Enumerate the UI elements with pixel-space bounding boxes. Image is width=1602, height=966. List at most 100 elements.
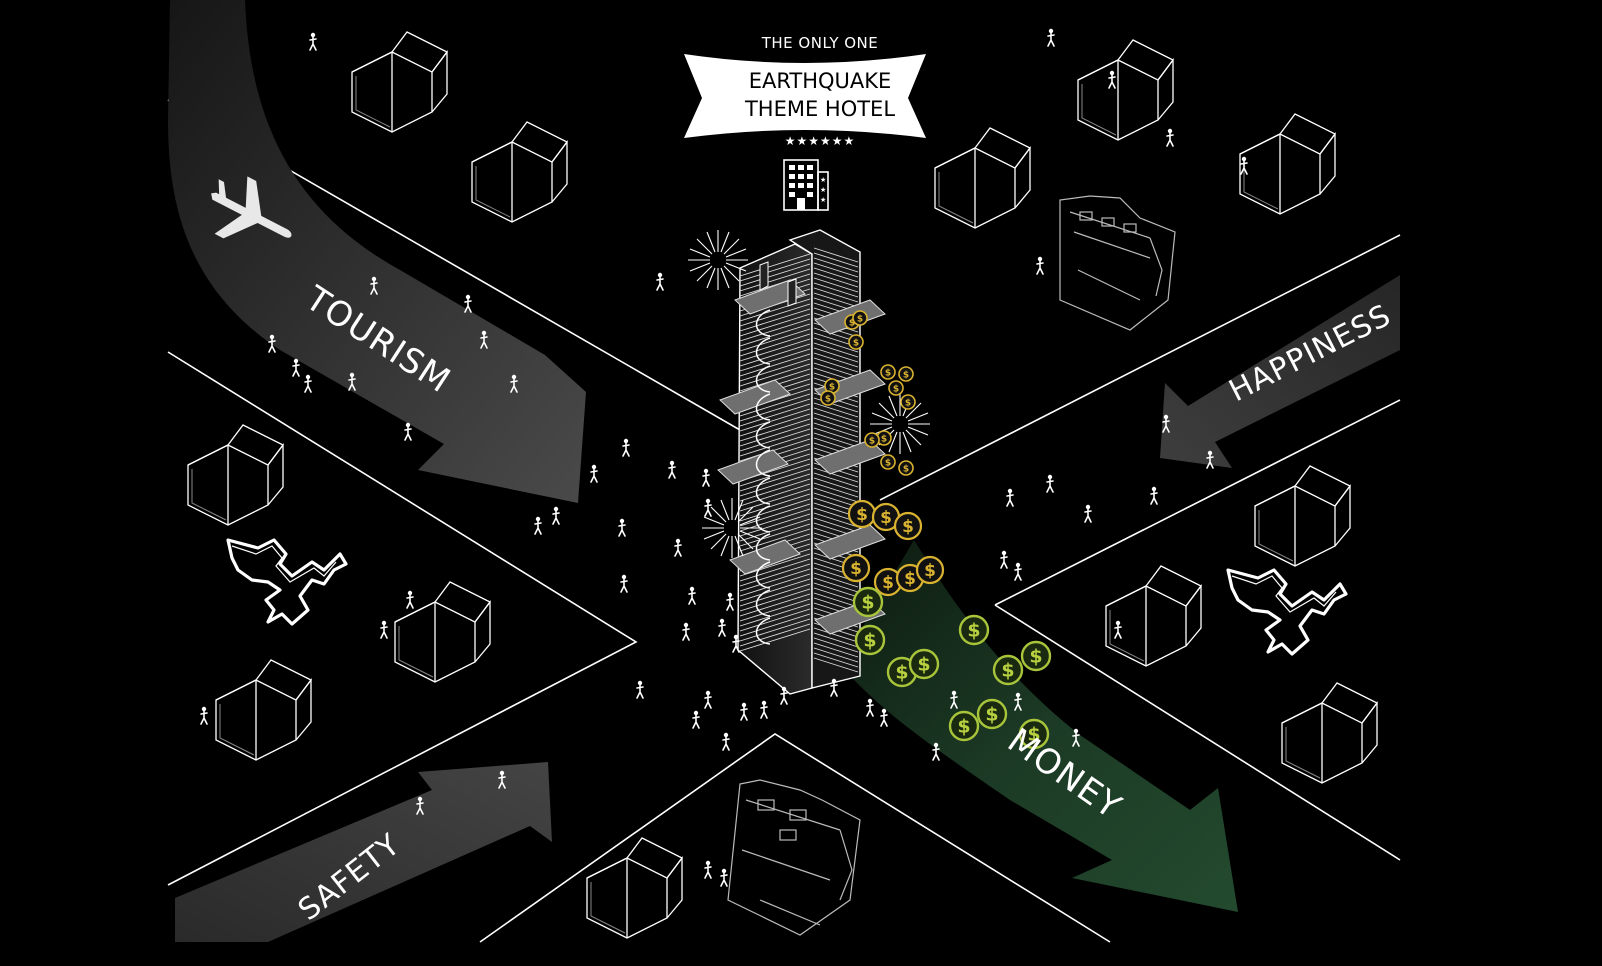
person-icon: [552, 505, 560, 525]
dollar-coin-icon: [893, 511, 923, 541]
dollar-coin-icon: [958, 614, 990, 646]
banner-tagline: THE ONLY ONE: [761, 34, 879, 52]
person-icon: [866, 697, 874, 717]
dollar-coin-icon: [908, 648, 940, 680]
svg-text:★: ★: [820, 186, 826, 194]
person-icon: [200, 705, 208, 725]
person-icon: [406, 589, 414, 609]
banner-rating: ★★★★★★: [784, 134, 856, 148]
house-icon: [586, 837, 683, 939]
dollar-coin-icon: [841, 553, 871, 583]
hotel-tower: [717, 229, 886, 695]
person-icon: [1114, 619, 1122, 639]
firework-icon: [869, 393, 931, 455]
person-icon: [380, 619, 388, 639]
person-icon: [704, 689, 712, 709]
tourism-arrow: [168, 0, 586, 503]
person-icon: [292, 357, 300, 377]
house-icon: [1281, 682, 1378, 784]
dollar-coin-icon: [992, 654, 1024, 686]
person-icon: [692, 709, 700, 729]
dollar-coin-icon: [852, 310, 868, 326]
svg-text:★: ★: [820, 196, 826, 204]
ruined-building-icon: [1059, 195, 1176, 331]
person-icon: [674, 537, 682, 557]
person-icon: [740, 701, 748, 721]
dollar-coin-icon: [1020, 640, 1052, 672]
house-icon: [471, 121, 568, 223]
person-icon: [1014, 561, 1022, 581]
dollar-coin-icon: [880, 454, 896, 470]
person-icon: [726, 591, 734, 611]
ground-crack-icon: [226, 538, 348, 626]
person-icon: [704, 497, 712, 517]
dollar-coin-icon: [900, 394, 916, 410]
dollar-coin-icon: [888, 380, 904, 396]
house-icon: [215, 659, 312, 761]
house-icon: [1105, 565, 1202, 667]
house-icon: [351, 31, 448, 133]
dollar-coin-icon: [898, 460, 914, 476]
dollar-coin-icon: [820, 390, 836, 406]
house-icon: [934, 127, 1031, 229]
dollar-coin-icon: [852, 586, 884, 618]
person-icon: [932, 741, 940, 761]
house-icon: [1077, 39, 1174, 141]
dollar-coin-icon: [976, 698, 1008, 730]
person-icon: [304, 373, 312, 393]
person-icon: [1084, 503, 1092, 523]
person-icon: [780, 685, 788, 705]
person-icon: [880, 707, 888, 727]
person-icon: [702, 467, 710, 487]
banner-title: EARTHQUAKE THEME HOTEL: [700, 67, 940, 123]
person-icon: [1166, 128, 1174, 147]
person-icon: [622, 437, 630, 457]
person-icon: [720, 867, 728, 887]
firework-icon: [687, 229, 749, 291]
person-icon: [704, 859, 712, 879]
person-icon: [590, 463, 598, 483]
person-icon: [682, 621, 690, 641]
person-icon: [534, 515, 542, 535]
person-icon: [830, 677, 838, 697]
ruined-building-icon: [727, 779, 861, 936]
person-icon: [404, 421, 412, 441]
person-icon: [309, 31, 317, 51]
person-icon: [668, 459, 676, 479]
person-icon: [620, 573, 628, 593]
person-icon: [760, 699, 768, 719]
person-icon: [688, 585, 696, 605]
person-icon: [656, 271, 664, 291]
person-icon: [1046, 473, 1054, 493]
house-icon: [187, 424, 284, 526]
dollar-coin-icon: [847, 499, 877, 529]
dollar-coin-icon: [915, 555, 945, 585]
firework-icon: [701, 497, 763, 559]
person-icon: [1047, 27, 1055, 47]
house-icon: [1239, 113, 1336, 215]
person-icon: [636, 679, 644, 699]
dollar-coin-icon: [898, 366, 914, 382]
house-icon: [1254, 465, 1351, 567]
dollar-coin-icon: [880, 364, 896, 380]
hotel-banner: [684, 54, 926, 138]
dollar-coin-icon: [948, 710, 980, 742]
person-icon: [618, 517, 626, 537]
dollar-coin-icon: [864, 432, 880, 448]
person-icon: [718, 617, 726, 637]
person-icon: [722, 731, 730, 751]
banner-title-line1: EARTHQUAKE: [748, 69, 892, 93]
person-icon: [464, 293, 472, 313]
hotel-building-icon: ★ ★ ★: [783, 159, 829, 211]
svg-text:★: ★: [820, 176, 826, 184]
happiness-arrow: [1160, 275, 1400, 468]
airplane-icon: [211, 176, 292, 239]
road-lines: [167, 99, 1401, 943]
person-icon: [1006, 487, 1014, 507]
ground-crack-icon: [1226, 568, 1348, 656]
person-icon: [1150, 485, 1158, 505]
dollar-coin-icon: [854, 624, 886, 656]
person-icon: [1108, 70, 1116, 89]
